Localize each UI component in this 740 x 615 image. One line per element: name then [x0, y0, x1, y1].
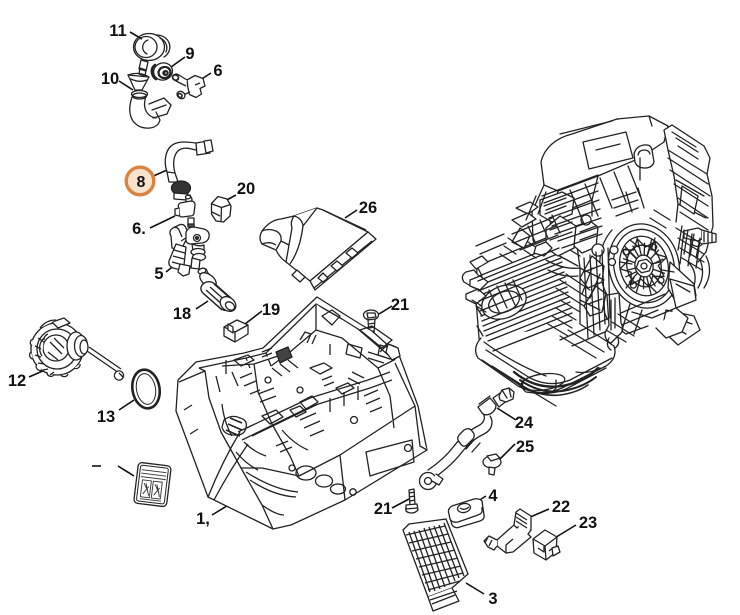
- svg-text:4: 4: [488, 487, 498, 505]
- svg-text:25: 25: [516, 438, 534, 456]
- svg-text:1,: 1,: [196, 510, 210, 528]
- svg-text:24: 24: [515, 414, 534, 432]
- svg-text:26: 26: [359, 199, 377, 217]
- svg-text:22: 22: [552, 498, 570, 516]
- svg-text:23: 23: [579, 514, 597, 532]
- svg-text:21: 21: [391, 296, 409, 314]
- svg-text:21: 21: [374, 500, 392, 518]
- svg-text:18: 18: [173, 305, 191, 323]
- svg-text:11: 11: [109, 22, 126, 40]
- svg-text:10: 10: [101, 70, 119, 88]
- svg-text:9: 9: [185, 45, 194, 63]
- svg-text:5: 5: [154, 265, 163, 283]
- svg-text:19: 19: [262, 301, 280, 319]
- svg-text:8: 8: [137, 174, 146, 191]
- svg-text:13: 13: [97, 408, 115, 426]
- svg-text:3: 3: [488, 590, 497, 608]
- svg-text:6: 6: [213, 62, 222, 80]
- svg-text:20: 20: [237, 180, 255, 198]
- svg-text:6.: 6.: [132, 220, 146, 238]
- svg-text:12: 12: [8, 372, 26, 390]
